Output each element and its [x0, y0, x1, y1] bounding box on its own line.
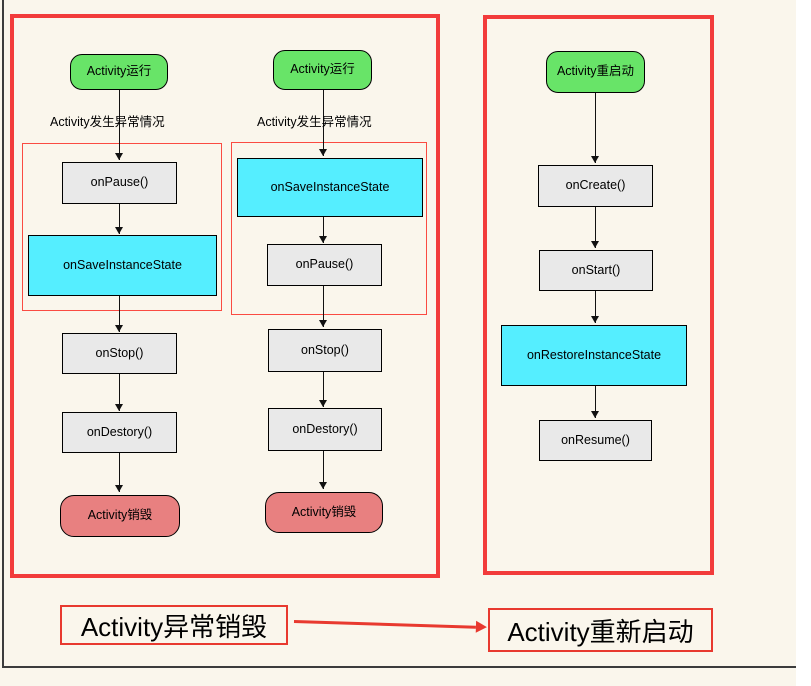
down-arrow [115, 204, 123, 234]
subflow-frame-1 [22, 143, 222, 311]
transition-arrow [293, 620, 476, 629]
c2-start-node: Activity运行 [273, 50, 372, 90]
c3-start-node: Activity重启动 [546, 51, 645, 93]
down-arrow [319, 286, 327, 327]
down-arrow [591, 291, 599, 323]
canvas-bottom-border [2, 666, 796, 668]
footer-source-label-box: Activity异常销毁 [60, 605, 288, 645]
c3-onresume-node: onResume() [539, 420, 652, 461]
c1-onpause-node: onPause() [62, 162, 177, 204]
canvas-left-border [2, 0, 4, 667]
down-arrow [115, 453, 123, 492]
subflow-frame-2 [231, 142, 427, 315]
c3-oncreate-node: onCreate() [538, 165, 653, 207]
down-arrow [115, 374, 123, 411]
down-arrow [319, 90, 327, 156]
c2-onsave-node: onSaveInstanceState [237, 158, 423, 217]
c1-onstop-node: onStop() [62, 333, 177, 374]
c1-end-node: Activity销毁 [60, 495, 180, 537]
down-arrow [591, 93, 599, 163]
c2-end-node: Activity销毁 [265, 492, 383, 533]
down-arrow [115, 296, 123, 332]
down-arrow [115, 90, 123, 160]
destroy-flow-frame [10, 14, 440, 578]
c3-onstart-node: onStart() [539, 250, 653, 291]
footer-target-label-box: Activity重新启动 [488, 608, 713, 652]
c2-onstop-node: onStop() [268, 329, 382, 372]
c1-onsave-node: onSaveInstanceState [28, 235, 217, 296]
c2-ondestroy-node: onDestory() [268, 408, 382, 451]
c1-ondestroy-node: onDestory() [62, 412, 177, 453]
c2-condition-label: Activity发生异常情况 [257, 115, 372, 129]
page-right-margin [796, 0, 811, 686]
c2-onpause-node: onPause() [267, 244, 382, 286]
down-arrow [591, 386, 599, 418]
down-arrow [319, 451, 327, 489]
c1-condition-label: Activity发生异常情况 [50, 115, 165, 129]
c1-start-node: Activity运行 [70, 54, 168, 90]
down-arrow [591, 207, 599, 248]
down-arrow [319, 372, 327, 407]
restart-flow-frame [483, 15, 714, 575]
c3-onrestore-node: onRestoreInstanceState [501, 325, 687, 386]
down-arrow [319, 217, 327, 243]
